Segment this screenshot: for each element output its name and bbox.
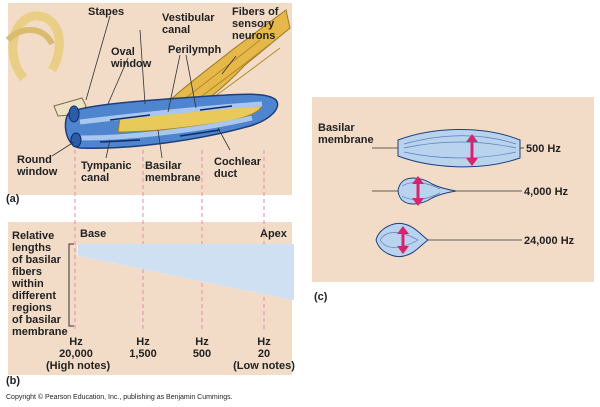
copyright-notice: Copyright © Pearson Education, Inc., pub…	[6, 394, 233, 401]
round-window-label: Round window	[17, 154, 58, 178]
perilymph-label: Perilymph	[168, 44, 222, 56]
membrane-shape-500hz	[397, 129, 521, 168]
basilar-fiber-lines	[77, 244, 294, 300]
freq-500hz-label: 500 Hz	[526, 143, 561, 155]
panel-a-tag: (a)	[6, 193, 20, 205]
semicircular-canal	[8, 11, 64, 82]
fibers-label: Fibers of sensory neurons	[232, 6, 279, 42]
oval-window-shape	[68, 105, 80, 123]
semicircular-canal	[5, 27, 55, 46]
panel-c-tag: (c)	[314, 291, 328, 303]
cochlear-duct-label: Cochlear duct	[214, 156, 262, 180]
oval-window-label: Oval window	[111, 46, 152, 70]
stapes-label: Stapes	[88, 6, 125, 18]
freq-label-20000: Hz 20,000 (High notes)	[46, 336, 111, 372]
side-caption-bracket	[68, 243, 74, 327]
apex-label: Apex	[260, 228, 287, 240]
freq-label-20: Hz 20 (Low notes)	[233, 336, 295, 372]
freq-label-1500: Hz 1,500	[129, 336, 157, 360]
base-label: Base	[80, 228, 107, 240]
freq-4000hz-label: 4,000 Hz	[524, 186, 569, 198]
membrane-shape-4000hz	[397, 177, 457, 205]
freq-label-500: Hz 500	[192, 336, 212, 360]
basilar-membrane-label: Basilar membrane	[145, 160, 201, 184]
basilar-membrane-title: Basilar membrane	[318, 122, 374, 146]
panel-b-tag: (b)	[6, 375, 21, 387]
round-window-shape	[70, 132, 82, 148]
vestibular-canal-label: Vestibular canal	[162, 12, 215, 36]
panel-c-background	[312, 97, 594, 282]
side-caption: Relative lengths of basilar fibers withi…	[12, 230, 68, 338]
tympanic-canal-label: Tympanic canal	[81, 160, 132, 184]
freq-24000hz-label: 24,000 Hz	[524, 235, 575, 247]
